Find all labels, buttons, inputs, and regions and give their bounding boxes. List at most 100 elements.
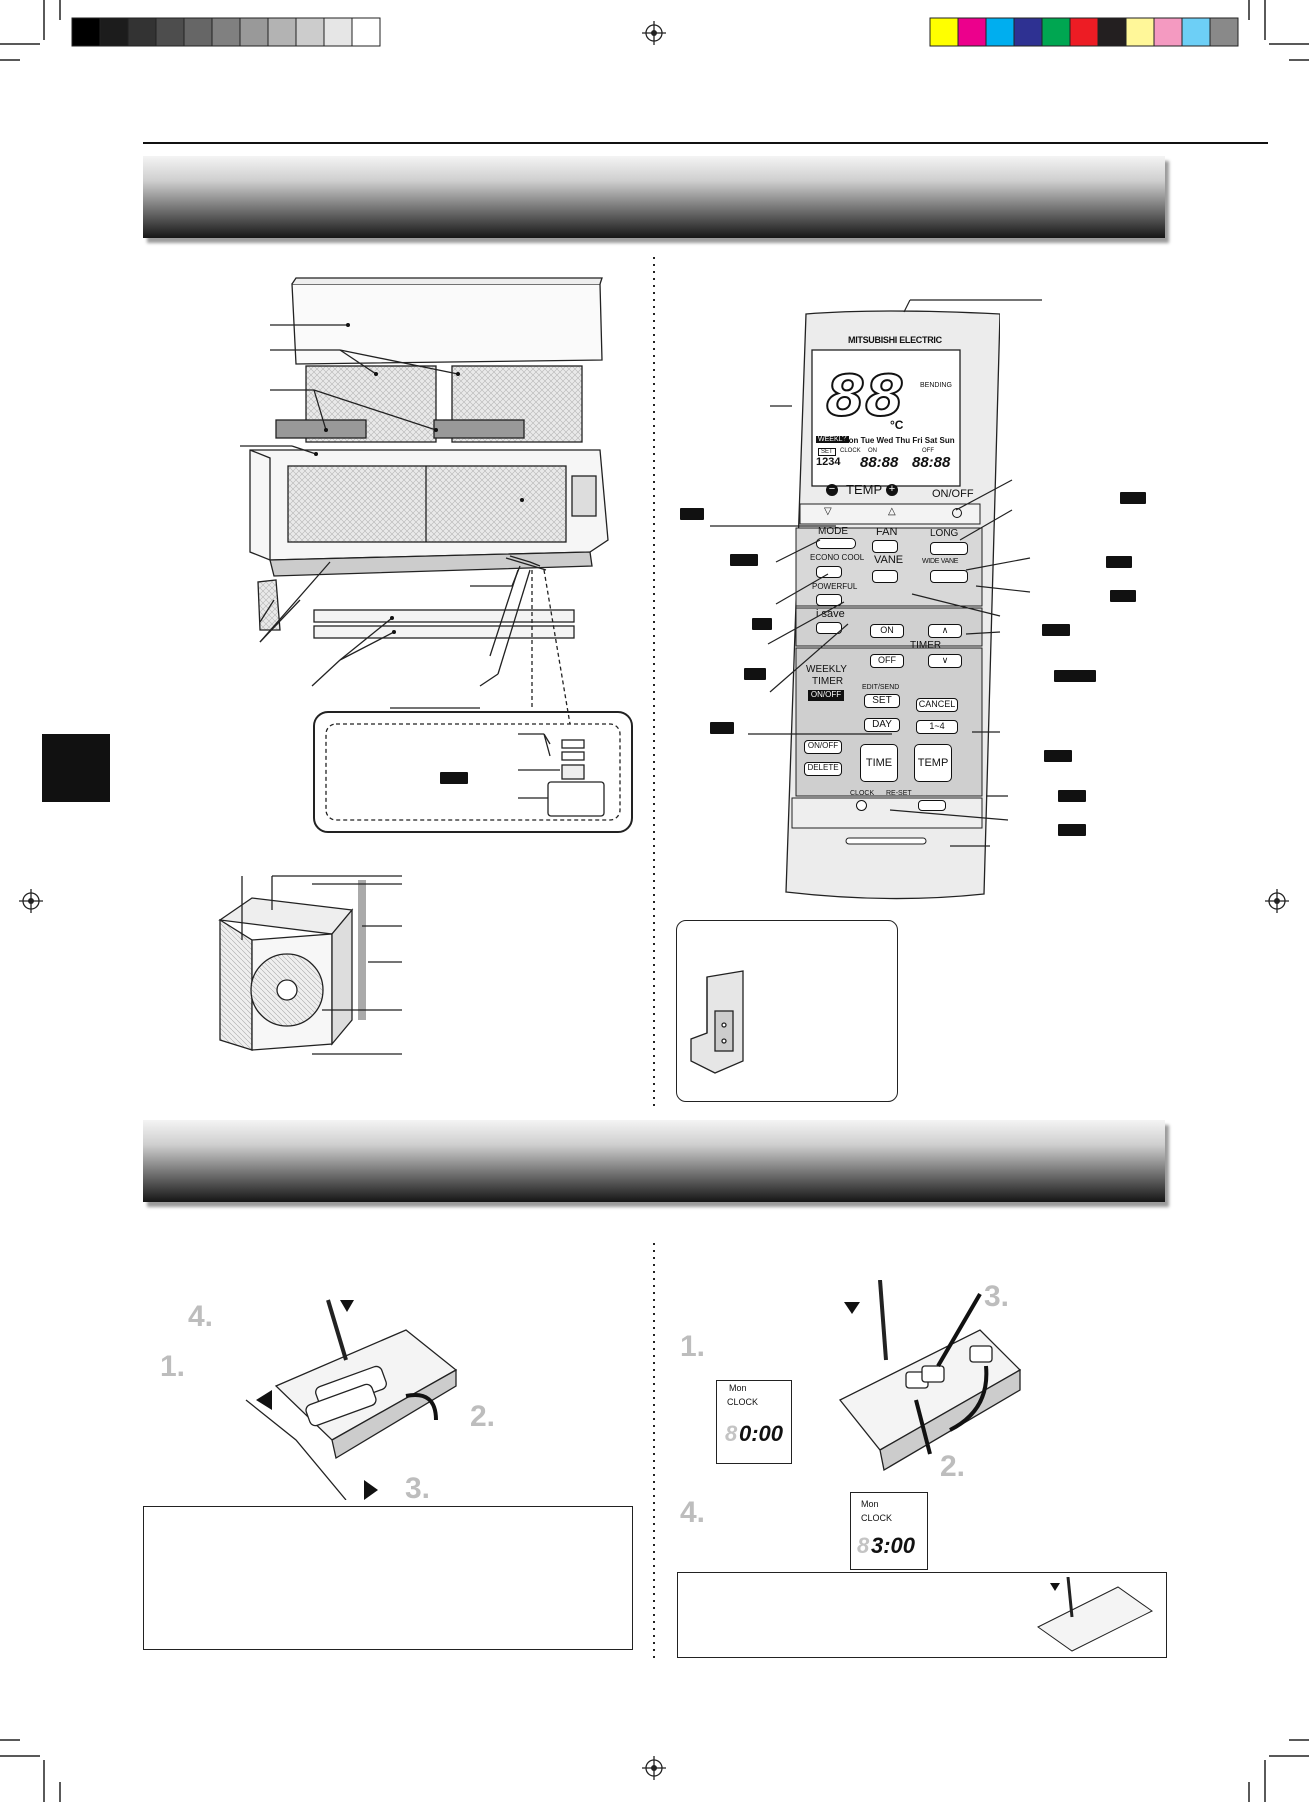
econo-cool-label: ECONO COOL xyxy=(810,553,865,562)
gray-swatch xyxy=(127,17,157,47)
color-swatch xyxy=(985,17,1015,47)
wide-vane-button[interactable] xyxy=(930,570,968,583)
tag xyxy=(752,618,772,630)
clock-display-before: Mon CLOCK 8 0:00 xyxy=(716,1380,792,1464)
on-off-small-button[interactable]: ON/OFF xyxy=(804,740,842,754)
clock-ghost-digit-before: 8 xyxy=(725,1421,738,1446)
display-bending: BENDING xyxy=(920,382,952,389)
temp-plus-button[interactable]: + xyxy=(886,484,898,496)
battery-step-2: 2. xyxy=(470,1400,496,1433)
brand-logo: MITSUBISHI ELECTRIC xyxy=(848,335,942,345)
section-tab xyxy=(42,734,110,802)
timer-off-button[interactable]: OFF xyxy=(870,654,904,668)
vane-button[interactable] xyxy=(872,570,898,583)
clock-label: CLOCK xyxy=(850,790,875,797)
weekly-on-off-button[interactable]: ON/OFF xyxy=(808,690,844,701)
header-banner-top xyxy=(143,156,1165,238)
tag xyxy=(1106,556,1132,568)
clock-display-after: Mon CLOCK 8 3:00 xyxy=(850,1492,928,1570)
gray-swatch xyxy=(155,17,185,47)
temp-label: TEMP xyxy=(846,482,883,497)
fan-button[interactable] xyxy=(872,540,898,553)
display-days: Mon Tue Wed Thu Fri Sat Sun xyxy=(842,436,955,445)
tag xyxy=(1110,590,1136,602)
econo-cool-button[interactable] xyxy=(816,566,842,578)
color-swatch xyxy=(1153,17,1183,47)
clock-setting-illustration xyxy=(838,1280,1022,1472)
temp-small-button[interactable]: TEMP xyxy=(914,744,952,782)
gray-swatch xyxy=(239,17,269,47)
clock-time-before: 0:00 xyxy=(739,1421,784,1446)
temp-up-button[interactable]: △ xyxy=(888,506,896,517)
color-swatch xyxy=(1013,17,1043,47)
gray-swatch xyxy=(183,17,213,47)
day-button[interactable]: DAY xyxy=(864,718,900,732)
mode-label: MODE xyxy=(818,526,848,537)
clock-step-4: 4. xyxy=(680,1496,706,1529)
battery-note-box xyxy=(143,1506,633,1650)
delete-button[interactable]: DELETE xyxy=(804,762,842,776)
gray-swatch xyxy=(267,17,297,47)
tag xyxy=(1054,670,1096,682)
one-to-four-button[interactable]: 1~4 xyxy=(916,720,958,734)
time-button[interactable]: TIME xyxy=(860,744,898,782)
clock-label-before: CLOCK xyxy=(727,1397,759,1407)
cancel-button[interactable]: CANCEL xyxy=(916,698,958,712)
header-banner-bottom xyxy=(143,1120,1165,1202)
outdoor-unit-illustration xyxy=(218,875,402,1055)
display-temp: 88 xyxy=(825,363,905,430)
clock-step-2: 2. xyxy=(940,1450,966,1483)
remote-holder-box xyxy=(676,920,898,1102)
long-button[interactable] xyxy=(930,542,968,555)
color-swatch xyxy=(1097,17,1127,47)
clock-day-after: Mon xyxy=(861,1499,879,1509)
color-swatch xyxy=(957,17,987,47)
display-time-2: 88:88 xyxy=(912,454,951,471)
battery-step-4: 4. xyxy=(188,1300,214,1333)
set-button[interactable]: SET xyxy=(864,694,900,708)
battery-step-1: 1. xyxy=(160,1350,186,1383)
timer-up-button[interactable]: ∧ xyxy=(928,624,962,638)
temp-down-button[interactable]: ▽ xyxy=(824,506,832,517)
i-save-button[interactable] xyxy=(816,622,842,634)
clock-ghost-digit-after: 8 xyxy=(857,1533,870,1558)
indoor-unit-illustration xyxy=(240,277,633,833)
mode-button[interactable] xyxy=(816,538,856,549)
gray-swatch xyxy=(211,17,241,47)
weekly-timer-label-2: TIMER xyxy=(812,676,844,687)
tag xyxy=(1044,750,1072,762)
color-swatch xyxy=(1209,17,1239,47)
gray-swatch xyxy=(99,17,129,47)
timer-down-button[interactable]: ∨ xyxy=(928,654,962,668)
i-save-label: i save xyxy=(816,608,845,620)
clock-button[interactable] xyxy=(856,800,867,811)
reset-note-box xyxy=(677,1572,1167,1658)
display-clock: CLOCK xyxy=(840,448,861,454)
clock-day-before: Mon xyxy=(729,1383,747,1393)
tag xyxy=(1058,790,1086,802)
reset-label: RE-SET xyxy=(886,790,912,797)
gray-swatch xyxy=(295,17,325,47)
tag xyxy=(744,668,766,680)
tag xyxy=(710,722,734,734)
on-off-button[interactable] xyxy=(952,508,962,518)
tag xyxy=(680,508,704,520)
reset-button[interactable] xyxy=(918,800,946,811)
color-swatch xyxy=(929,17,959,47)
display-time-1: 88:88 xyxy=(860,454,899,471)
color-swatch xyxy=(1041,17,1071,47)
clock-label-after: CLOCK xyxy=(861,1513,893,1523)
powerful-button[interactable] xyxy=(816,594,842,606)
color-swatch xyxy=(1125,17,1155,47)
temp-minus-button[interactable]: − xyxy=(826,484,838,496)
long-label: LONG xyxy=(930,528,959,539)
gray-swatch xyxy=(71,17,101,47)
clock-time-after: 3:00 xyxy=(871,1533,916,1558)
gray-swatch xyxy=(323,17,353,47)
timer-on-button[interactable]: ON xyxy=(870,624,904,638)
display-on: ON xyxy=(868,448,877,454)
display-set: SET xyxy=(818,448,836,456)
remote-controller: MITSUBISHI ELECTRIC 88 °C BENDING WEEKLY… xyxy=(760,310,1000,900)
tag xyxy=(1120,492,1146,504)
